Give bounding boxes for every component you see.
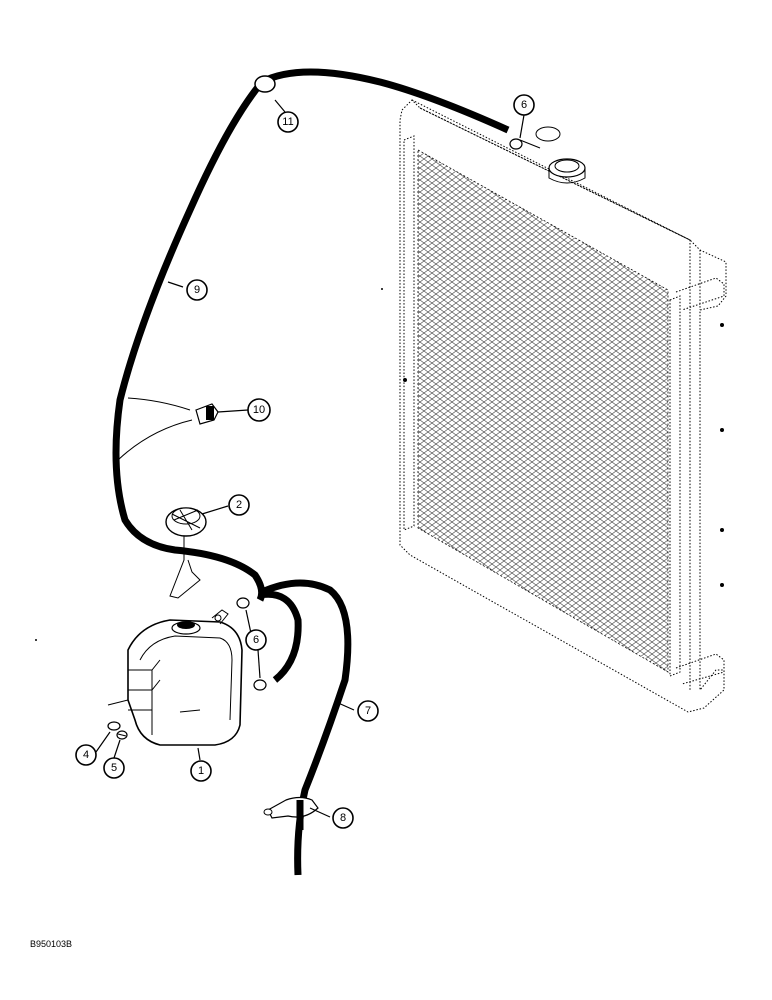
- vent-hose: [260, 579, 352, 876]
- callout-5: 5: [103, 757, 125, 779]
- mount-hole: [720, 528, 724, 532]
- mount-hole: [403, 378, 407, 382]
- grommet: [254, 75, 276, 93]
- callout-8: 8: [332, 807, 354, 829]
- stray-dot: [35, 639, 37, 641]
- radiator: [399, 99, 727, 713]
- callout-9: 9: [186, 279, 208, 301]
- callout-label: 1: [198, 765, 204, 777]
- callout-label: 8: [340, 812, 346, 824]
- nut: [116, 730, 128, 740]
- callout-label: 7: [365, 705, 371, 717]
- mount-hole: [720, 583, 724, 587]
- callout-label: 2: [236, 499, 242, 511]
- callout-label: 9: [194, 284, 200, 296]
- return-hose: [259, 590, 302, 683]
- callout-6-top: 6: [513, 94, 535, 116]
- callout-2: 2: [228, 494, 250, 516]
- callout-1: 1: [190, 760, 212, 782]
- mount-hole: [720, 428, 724, 432]
- reservoir-cap: [165, 507, 207, 599]
- radiator-filler-neck: [548, 158, 586, 184]
- callout-label: 6: [521, 99, 527, 111]
- callout-6-bottom: 6: [245, 629, 267, 651]
- callout-7: 7: [357, 700, 379, 722]
- callout-label: 5: [111, 762, 117, 774]
- hose-clip: [195, 403, 219, 425]
- callout-label: 10: [253, 404, 265, 416]
- callout-4: 4: [75, 744, 97, 766]
- callout-label: 6: [253, 634, 259, 646]
- mount-hole: [720, 323, 724, 327]
- coolant-reservoir: [107, 609, 243, 746]
- hose-support-clamp: [263, 796, 319, 830]
- radiator-core: [417, 149, 669, 673]
- radiator-overflow-inlet: [519, 126, 561, 149]
- stray-dot: [381, 288, 383, 290]
- overflow-hose: [112, 68, 510, 602]
- callout-10: 10: [247, 398, 271, 422]
- callout-label: 4: [83, 749, 89, 761]
- callout-label: 11: [282, 116, 293, 128]
- washer: [107, 721, 121, 731]
- hose-clamp-lower: [253, 679, 267, 691]
- hose-clamp-top: [509, 138, 523, 150]
- callout-11: 11: [277, 111, 299, 133]
- document-id: B950103B: [30, 939, 72, 949]
- hose-clamp-upper: [236, 597, 250, 609]
